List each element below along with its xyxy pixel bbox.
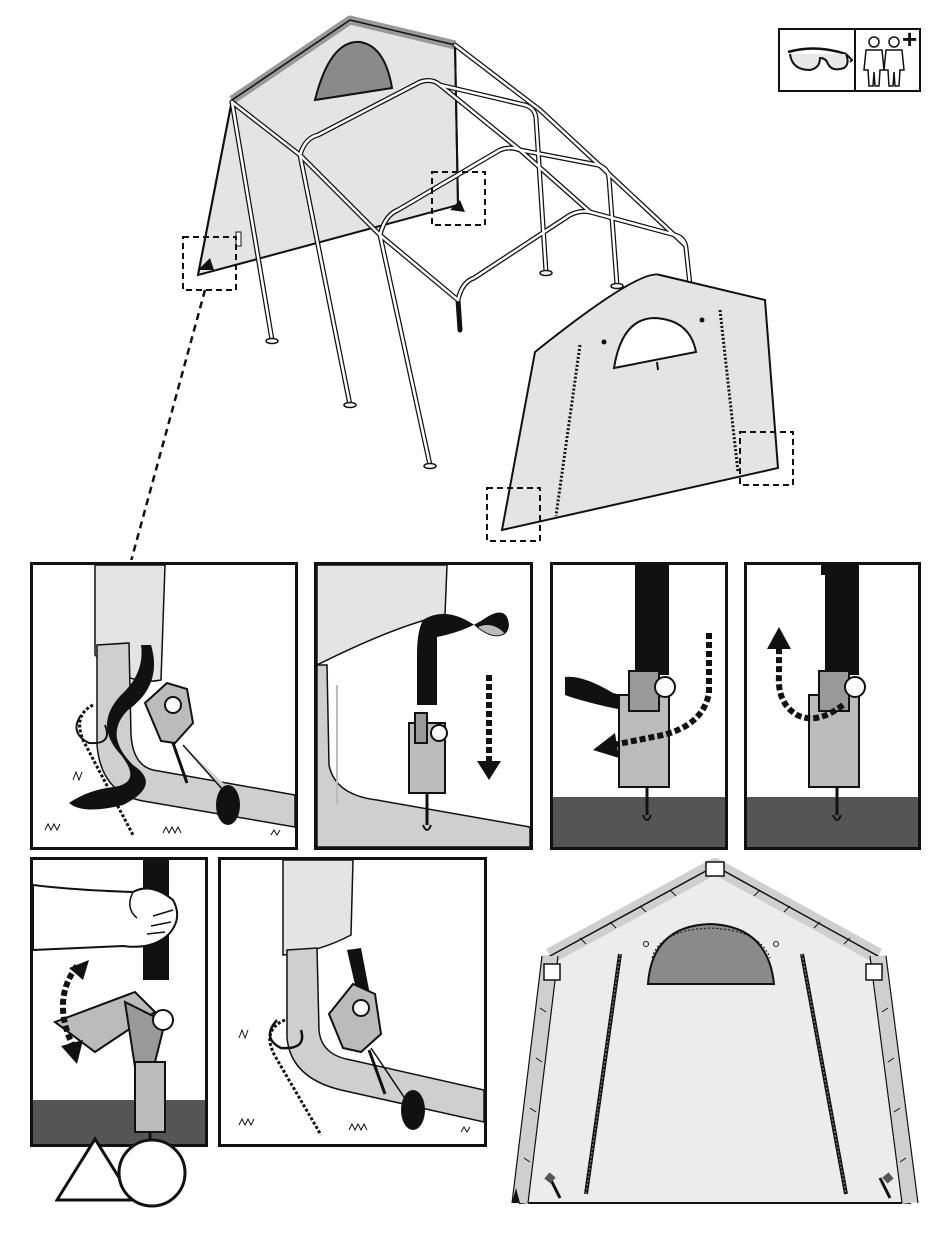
leg-end (216, 785, 240, 825)
frame-leg (287, 948, 484, 1122)
step-3-panel (550, 562, 728, 850)
ratchet-icon (145, 683, 193, 783)
step-5-panel (30, 857, 208, 1147)
warning-symbols (55, 1135, 190, 1210)
step-1-panel (30, 562, 298, 850)
callout-leader-line (130, 290, 205, 560)
strap-icon (821, 565, 859, 675)
front-door-cover (502, 274, 778, 530)
shelter-front-icon (510, 858, 930, 1218)
leg-end (401, 1090, 425, 1130)
front-cover (520, 866, 910, 1203)
step-4-panel (744, 562, 921, 850)
ground (747, 797, 918, 847)
ground (553, 797, 725, 847)
shelter-overview (0, 0, 950, 560)
step-6-panel (218, 857, 487, 1147)
step-2-panel (314, 562, 533, 850)
circle-icon (119, 1140, 185, 1206)
cover-flap (283, 860, 353, 955)
strap-icon (635, 565, 669, 675)
hand-icon (33, 885, 177, 950)
